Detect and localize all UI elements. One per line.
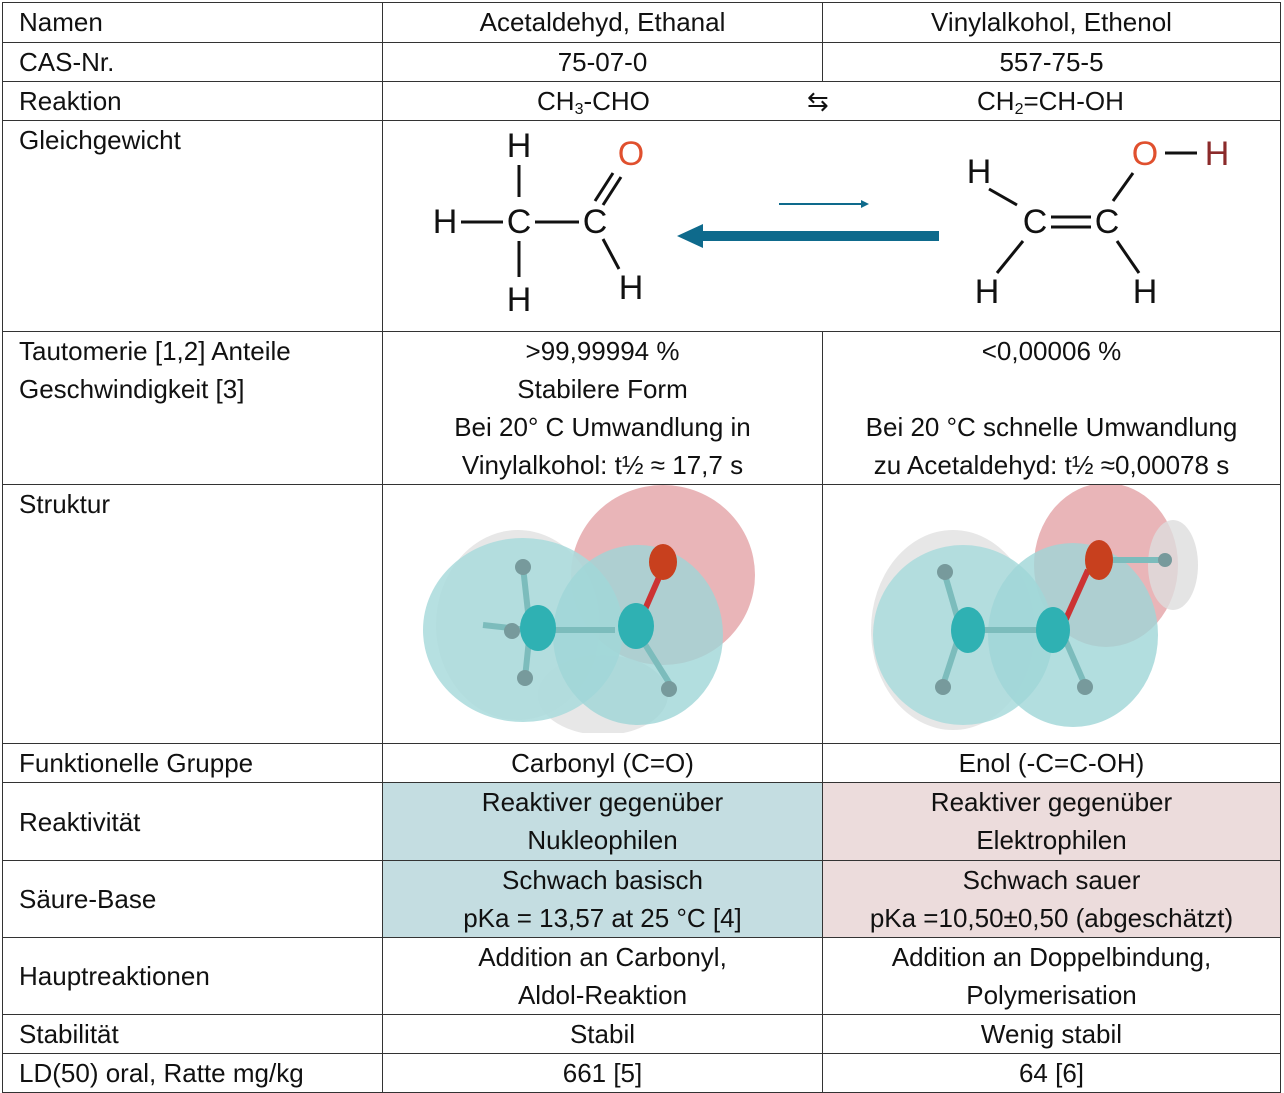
row-reaktion: Reaktion CH3-CHO ⇆ CH2=CH-OH <box>2 81 1281 121</box>
label-struktur: Struktur <box>2 484 383 744</box>
text-line: Schwach basisch <box>502 865 703 895</box>
model-vinylalkohol <box>822 483 1281 744</box>
text-line: Polymerisation <box>966 980 1137 1010</box>
row-gleichgewicht: Gleichgewicht H H C C H H O H C C H H <box>2 120 1281 332</box>
text-line: Reaktiver gegenüber <box>481 787 724 817</box>
label-reaktivitaet: Reaktivität <box>2 782 383 861</box>
atom-h: H <box>507 281 532 319</box>
text-line: Schwach sauer <box>962 865 1141 895</box>
ld50-acetaldehyd: 661 [5] <box>382 1053 823 1093</box>
text-line: pKa =10,50±0,50 (abgeschätzt) <box>869 903 1234 933</box>
text-line: >99,99994 % <box>525 336 680 366</box>
bonds <box>461 151 1197 277</box>
large-backward-arrow-icon <box>699 231 939 241</box>
equilibrium-arrows <box>677 200 939 248</box>
text-line: Aldol-Reaktion <box>517 980 688 1010</box>
text-line: Bei 20° C Umwandlung in <box>454 412 751 442</box>
row-struktur: Struktur <box>2 483 1281 744</box>
reaction-formula: CH3-CHO ⇆ CH2=CH-OH <box>382 81 1281 121</box>
label-hauptreaktionen: Hauptreaktionen <box>2 937 383 1015</box>
label-ld50: LD(50) oral, Ratte mg/kg <box>2 1053 383 1093</box>
text-line: pKa = 13,57 at 25 °C [4] <box>463 903 742 933</box>
atom-h: H <box>967 153 992 191</box>
atom-c: C <box>583 203 608 241</box>
text-line: <0,00006 % <box>981 336 1122 366</box>
text-line: Nukleophilen <box>527 825 678 855</box>
label-saeure-base: Säure-Base <box>2 860 383 938</box>
label-stabilitaet: Stabilität <box>2 1014 383 1054</box>
atom-h: H <box>507 127 532 165</box>
formula-part: =CH-OH <box>1023 86 1124 116</box>
atom-h: H <box>975 273 1000 311</box>
text-line: Elektrophilen <box>976 825 1127 855</box>
row-cas: CAS-Nr. 75-07-0 557-75-5 <box>2 42 1281 82</box>
text-line: Reaktiver gegenüber <box>930 787 1173 817</box>
row-namen: Namen Acetaldehyd, Ethanal Vinylalkohol,… <box>2 2 1281 43</box>
cas-acetaldehyd: 75-07-0 <box>382 42 823 82</box>
atom-h: H <box>1205 135 1230 173</box>
text-line: Addition an Carbonyl, <box>478 942 727 972</box>
formula-part: -CHO <box>583 86 650 116</box>
label-namen: Namen <box>2 2 383 43</box>
label-funktionell: Funktionelle Gruppe <box>2 743 383 783</box>
formula-vinylalkohol: CH2=CH-OH <box>977 82 1124 120</box>
funktionell-acetaldehyd: Carbonyl (C=O) <box>382 743 823 783</box>
atom-h: H <box>1133 273 1158 311</box>
formula-part: CH <box>977 86 1015 116</box>
tautomerie-vinylalkohol: <0,00006 % Bei 20 °C schnelle Umwandlung… <box>822 331 1281 485</box>
row-hauptreaktionen: Hauptreaktionen Addition an Carbonyl, Ald… <box>2 937 1281 1015</box>
large-arrowhead-icon <box>677 224 703 248</box>
funktionell-vinylalkohol: Enol (-C=C-OH) <box>822 743 1281 783</box>
formula-part: CH <box>537 86 575 116</box>
label-gleichgewicht: Gleichgewicht <box>2 120 383 332</box>
small-arrowhead-icon <box>861 200 869 208</box>
model-acetaldehyd <box>382 484 823 744</box>
equilibrium-arrow-icon: ⇆ <box>807 86 829 116</box>
atom-o: O <box>1132 135 1158 173</box>
label-line: Tautomerie [1,2] Anteile <box>19 336 291 366</box>
text-line: zu Acetaldehyd: t½ ≈0,00078 s <box>873 450 1230 480</box>
text-line: Addition an Doppelbindung, <box>891 942 1212 972</box>
label-reaktion: Reaktion <box>2 81 383 121</box>
label-line: Geschwindigkeit [3] <box>19 374 245 404</box>
text-line: Vinylalkohol: t½ ≈ 17,7 s <box>461 450 744 480</box>
name-vinylalkohol: Vinylalkohol, Ethenol <box>822 2 1281 43</box>
equilibrium-svg: H H C C H H O H C C H H O H <box>433 127 1230 319</box>
name-acetaldehyd: Acetaldehyd, Ethanal <box>382 2 823 43</box>
atom-c: C <box>1023 203 1048 241</box>
cas-vinylalkohol: 557-75-5 <box>822 42 1281 82</box>
atom-h: H <box>619 269 644 307</box>
saeure-vinylalkohol: Schwach sauer pKa =10,50±0,50 (abgeschätz… <box>822 860 1281 938</box>
saeure-acetaldehyd: Schwach basisch pKa = 13,57 at 25 °C [4] <box>382 860 823 938</box>
acetaldehyd-3d-model <box>423 485 755 735</box>
formula-acetaldehyd: CH3-CHO <box>537 82 650 120</box>
atom-o: O <box>618 135 644 173</box>
atom-h: H <box>433 203 458 241</box>
formula-sub: 2 <box>1014 101 1024 118</box>
text-line <box>823 370 1280 408</box>
vinylalkohol-3d-model <box>871 483 1198 730</box>
text-line: Bei 20 °C schnelle Umwandlung <box>865 412 1238 442</box>
row-ld50: LD(50) oral, Ratte mg/kg 661 [5] 64 [6] <box>2 1053 1281 1093</box>
ld50-vinylalkohol: 64 [6] <box>822 1053 1281 1093</box>
haupt-acetaldehyd: Addition an Carbonyl, Aldol-Reaktion <box>382 937 823 1015</box>
row-saeure-base: Säure-Base Schwach basisch pKa = 13,57 at… <box>2 860 1281 938</box>
atom-c: C <box>507 203 532 241</box>
haupt-vinylalkohol: Addition an Doppelbindung, Polymerisation <box>822 937 1281 1015</box>
equilibrium-diagram: H H C C H H O H C C H H O H <box>382 120 1281 332</box>
label-cas: CAS-Nr. <box>2 42 383 82</box>
row-funktionell: Funktionelle Gruppe Carbonyl (C=O) Enol … <box>2 743 1281 783</box>
stabil-vinylalkohol: Wenig stabil <box>822 1014 1281 1054</box>
stabil-acetaldehyd: Stabil <box>382 1014 823 1054</box>
formula-sub: 3 <box>574 101 584 118</box>
atom-c: C <box>1095 203 1120 241</box>
text-line: Stabilere Form <box>517 374 688 404</box>
row-stabilitaet: Stabilität Stabil Wenig stabil <box>2 1014 1281 1054</box>
tautomerie-acetaldehyd: >99,99994 % Stabilere Form Bei 20° C Umw… <box>382 331 823 485</box>
